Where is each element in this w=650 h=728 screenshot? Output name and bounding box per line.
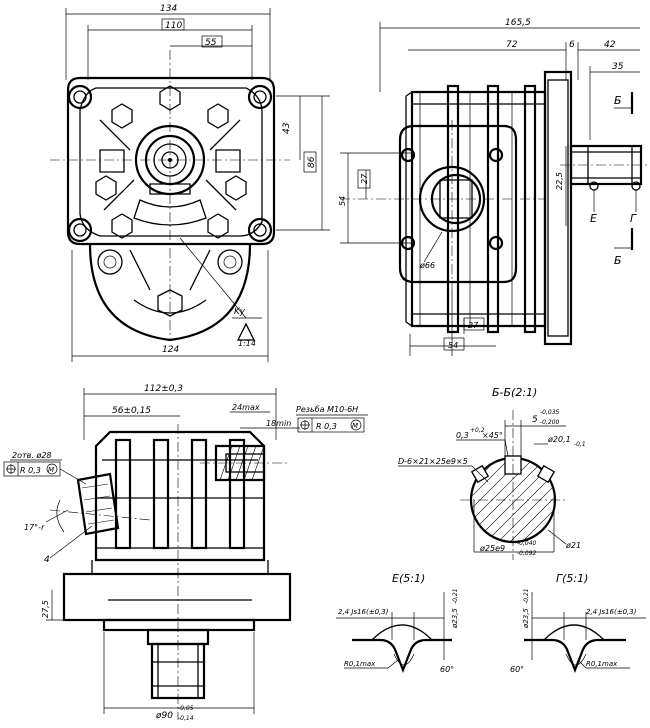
dim-overall-length: 165,5 [505, 18, 531, 28]
dim-vertical-86: 86 [307, 156, 317, 168]
key-width-lower: -0,200 [540, 419, 560, 426]
angle-label: 17°-r [24, 523, 45, 532]
dim-bolt-circle: ø66 [419, 261, 435, 270]
dim-half-width: 55 [205, 38, 217, 48]
position-tolerance-right: R 0,3 [316, 422, 337, 431]
detail-mark-e: E [590, 212, 597, 225]
dim-pilot-dia-upper: -0,05 [178, 705, 194, 712]
dim-port-depth: 24max [232, 403, 260, 412]
chamfer-upper: +0,2 [470, 427, 485, 434]
pitch-dia-lower: -0,092 [517, 550, 537, 557]
dim-half-body: 56±0,15 [112, 406, 151, 416]
detail-g-radius: R0,1max [586, 660, 618, 668]
detail-e: E(5:1) 2,4 Js16(±0,3) ø23,5 -0,21 R0,1ma… [336, 572, 459, 674]
detail-e-title: E(5:1) [392, 572, 425, 585]
dim-thread-depth: 18min [266, 419, 291, 428]
detail-mark-g: Г [630, 212, 637, 225]
dim-flange-width: 110 [165, 21, 182, 31]
detail-e-radius: R0,1max [344, 660, 376, 668]
port-dia-label: 2отв. ø28 [12, 451, 52, 460]
minor-dia-label: ø21 [565, 541, 581, 550]
dim-shaft-step: 35 [612, 62, 624, 72]
dim-body-length: 72 [506, 40, 518, 50]
dim-overall-width: 134 [160, 4, 177, 14]
detail-e-dia-tol: -0,21 [452, 588, 459, 604]
dim-bore-54: 54 [338, 196, 347, 206]
section-mark-top: Б [614, 94, 622, 107]
leader-4: 4 [44, 555, 50, 565]
modifier-m-right: M [352, 422, 358, 430]
dim-body-width: 112±0,3 [144, 384, 183, 394]
thread-label: Резьба M10-6H [296, 405, 358, 414]
dim-bottom-27: 27 [468, 321, 479, 330]
detail-g-title: Г(5:1) [556, 572, 588, 585]
dim-shaft-extension: 42 [604, 40, 616, 50]
detail-g-width: 2,4 Js16(±0,3) [586, 608, 637, 616]
dim-bore-27: 27 [360, 173, 369, 184]
dim-pilot-dia: ø90 [155, 711, 173, 721]
dim-shaft-height: 22,5 [555, 172, 564, 190]
key-width-label: 5 [532, 415, 538, 425]
dim-height-275: 27,5 [41, 600, 50, 618]
callout-ky: Ky [234, 307, 246, 317]
port-hatch-left [81, 483, 115, 525]
key-width-upper: -0,035 [540, 409, 560, 416]
side-view: 165,5 72 6 42 35 [338, 18, 650, 356]
pitch-dia-upper: -0,040 [517, 540, 537, 547]
detail-e-angle: 60° [440, 665, 454, 674]
section-bb-title: Б-Б(2:1) [492, 386, 537, 399]
detail-g-dia: ø23,5 [522, 608, 530, 629]
detail-g: Г(5:1) 2,4 Js16(±0,3) ø23,5 -0,21 R0,1ma… [510, 572, 646, 674]
front-view: 134 110 55 [50, 4, 330, 362]
modifier-m-left: M [48, 466, 54, 474]
pitch-dia-label: ø25e9 [479, 544, 505, 553]
dim-pilot-dia-lower: -0,14 [178, 715, 194, 722]
dim-flange-thickness: 6 [569, 40, 575, 50]
top-view: 112±0,3 56±0,15 24max 18min Резьба M10-6… [3, 384, 368, 722]
major-dia-label: ø20,1 [547, 435, 571, 444]
position-tolerance-left: R 0,3 [20, 466, 41, 475]
detail-e-dia: ø23,5 [451, 608, 459, 629]
detail-e-width: 2,4 Js16(±0,3) [338, 608, 389, 616]
major-dia-tol: -0,1 [574, 441, 586, 448]
detail-g-dia-tol: -0,21 [523, 588, 530, 604]
spline-spec: D-6×21×25e9×5 [398, 457, 468, 466]
section-mark-bottom: Б [614, 254, 622, 267]
dim-bottom-54: 54 [448, 341, 458, 350]
chamfer-label: 0,3 [456, 431, 469, 440]
dim-vertical-43: 43 [282, 122, 292, 134]
section-bb: Б-Б(2:1) 0,3 +0,2 ×45° 5 -0,03 [398, 386, 586, 560]
detail-g-angle: 60° [510, 665, 524, 674]
callout-ratio: 1:14 [238, 339, 256, 348]
chamfer-angle: ×45° [482, 431, 503, 440]
dim-bottom-width: 124 [162, 345, 179, 355]
